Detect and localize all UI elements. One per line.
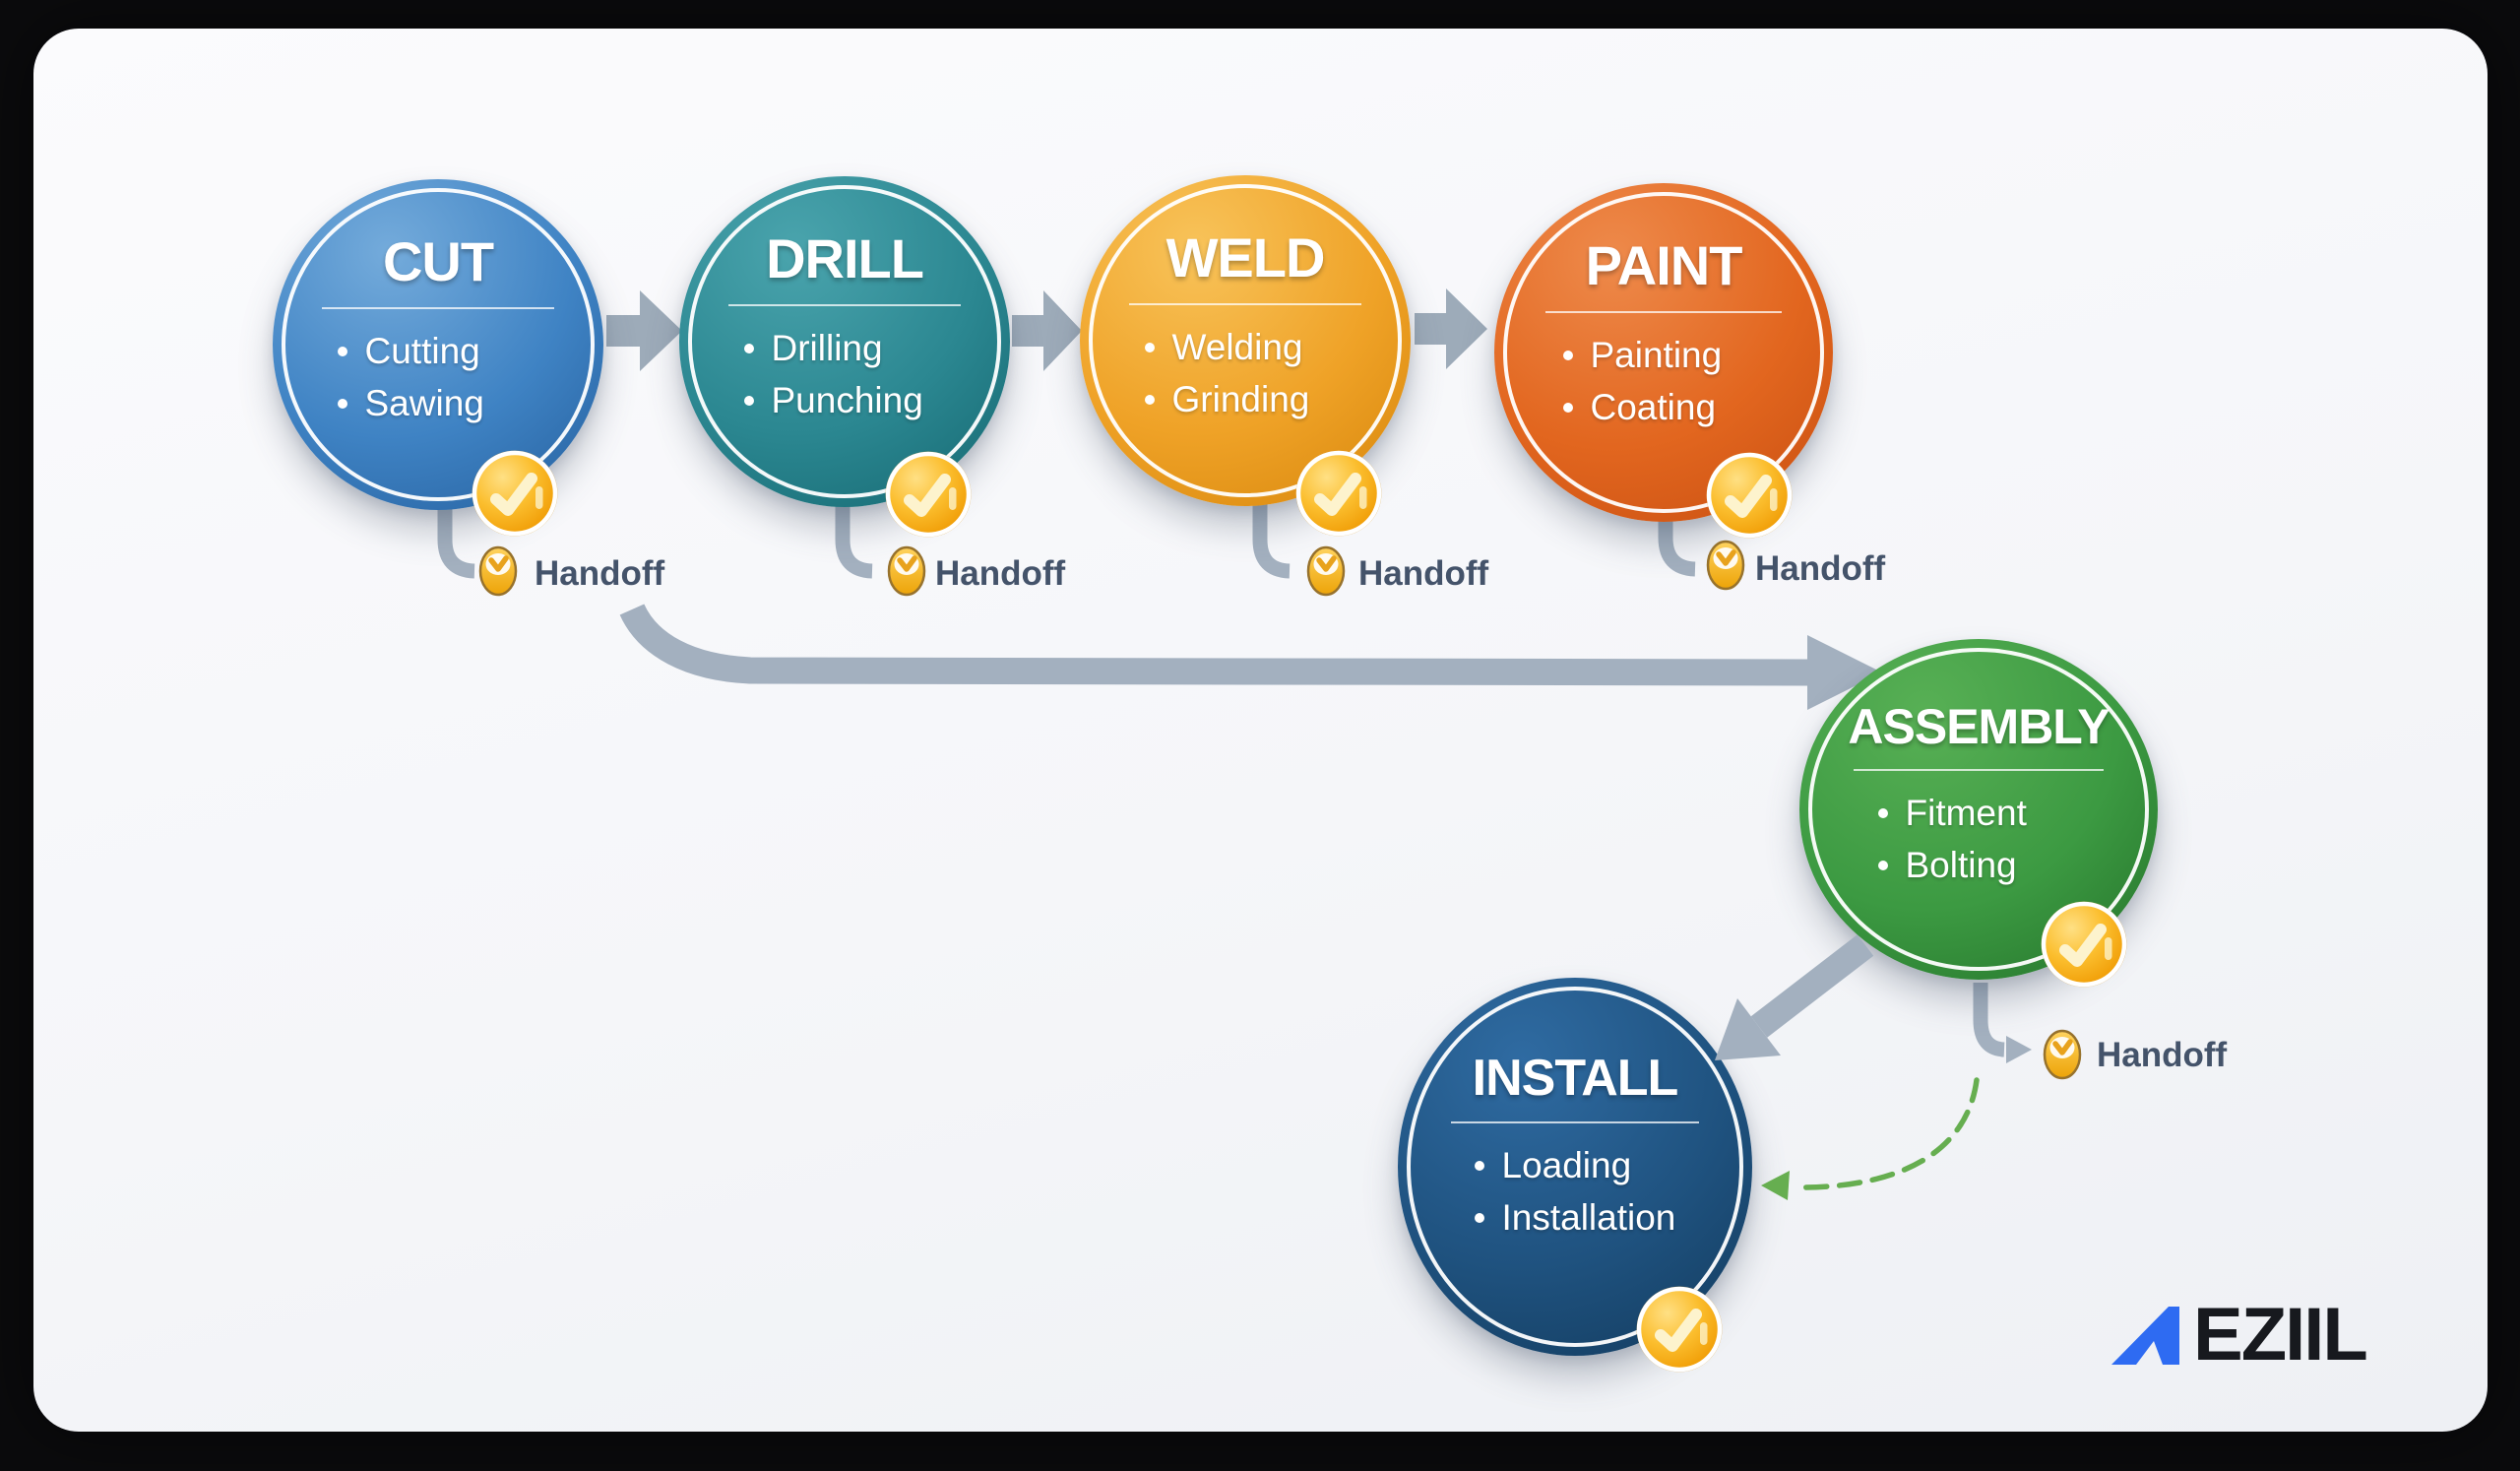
stage-item-label: Bolting <box>1905 845 2017 885</box>
stage-item: Sawing <box>337 383 539 424</box>
circle-inner-ring <box>688 185 1001 498</box>
stage-divider <box>322 307 554 309</box>
bullet-dot <box>1474 1161 1484 1171</box>
stage-circle-cut: CUT Cutting Sawing <box>273 179 603 510</box>
stage-item-label: Painting <box>1590 335 1723 375</box>
stage-item: Fitment <box>1877 793 2080 834</box>
bullet-dot <box>1562 403 1573 413</box>
stage-item: Punching <box>743 380 946 421</box>
stage-item-list: Drilling Punching <box>743 328 946 421</box>
stage-item-list: Cutting Sawing <box>337 331 539 424</box>
bullet-dot <box>1877 808 1888 818</box>
bullet-dot <box>743 396 754 406</box>
stage-divider <box>1451 1121 1699 1123</box>
stage-item: Welding <box>1144 327 1347 368</box>
stage-item-label: Sawing <box>364 383 484 423</box>
stage-item-label: Coating <box>1590 387 1717 427</box>
handoff-label: Handoff <box>2097 1036 2228 1074</box>
stage-item-label: Punching <box>771 380 923 420</box>
handoff-label: Handoff <box>535 554 665 593</box>
stage-divider <box>1853 769 2105 771</box>
stage-circle-drill: DRILL Drilling Punching <box>679 176 1010 507</box>
stage-circle-paint: PAINT Painting Coating <box>1494 183 1833 522</box>
bullet-dot <box>1562 351 1573 360</box>
stage-item: Painting <box>1562 335 1765 376</box>
handoff-label: Handoff <box>1358 554 1489 593</box>
bullet-dot <box>1144 395 1155 405</box>
stage-item-label: Fitment <box>1905 793 2027 833</box>
eziil-logo-text: EZIIL <box>2193 1293 2368 1376</box>
bullet-dot <box>337 399 347 409</box>
stage-item: Bolting <box>1877 845 2080 886</box>
stage-item: Drilling <box>743 328 946 369</box>
stage-item-label: Installation <box>1501 1197 1676 1238</box>
bullet-dot <box>1877 861 1888 870</box>
stage-item-list: Fitment Bolting <box>1877 793 2080 886</box>
circle-inner-ring <box>1503 192 1824 513</box>
stage-title: CUT <box>382 230 494 292</box>
circle-inner-ring <box>1407 987 1743 1347</box>
stage-title: INSTALL <box>1472 1050 1679 1107</box>
stage-item-label: Drilling <box>771 328 883 368</box>
stage-circle-install: INSTALL Loading Installation <box>1398 978 1752 1356</box>
stage-item: Coating <box>1562 387 1765 428</box>
handoff-label: Handoff <box>1755 549 1886 588</box>
stage-item-label: Grinding <box>1171 379 1310 419</box>
stage-item-list: Painting Coating <box>1562 335 1765 428</box>
handoff-label: Handoff <box>935 554 1066 593</box>
circle-inner-ring <box>1089 184 1402 497</box>
stage-item-list: Welding Grinding <box>1144 327 1347 420</box>
circle-inner-ring <box>282 188 595 501</box>
stage-title: WELD <box>1166 226 1326 288</box>
stage-item-label: Cutting <box>364 331 480 371</box>
bullet-dot <box>337 347 347 356</box>
stage-item: Grinding <box>1144 379 1347 420</box>
stage-item-list: Loading Installation <box>1474 1145 1676 1239</box>
stage-item: Loading <box>1474 1145 1676 1186</box>
circle-inner-ring <box>1808 648 2149 971</box>
bullet-dot <box>743 344 754 353</box>
stage-circle-weld: WELD Welding Grinding <box>1080 175 1411 506</box>
stage-item: Installation <box>1474 1197 1676 1239</box>
stage-divider <box>1129 303 1361 305</box>
stage-item: Cutting <box>337 331 539 372</box>
stage-title: DRILL <box>766 227 924 289</box>
bullet-dot <box>1474 1213 1484 1223</box>
stage-title: PAINT <box>1585 234 1743 296</box>
stage-divider <box>1544 311 1783 313</box>
stage-circle-assembly: ASSEMBLY Fitment Bolting <box>1799 639 2158 980</box>
bullet-dot <box>1144 343 1155 352</box>
stage-title: ASSEMBLY <box>1848 699 2110 754</box>
stage-item-label: Welding <box>1171 327 1303 367</box>
stage-item-label: Loading <box>1501 1145 1632 1185</box>
stage-divider <box>728 304 961 306</box>
